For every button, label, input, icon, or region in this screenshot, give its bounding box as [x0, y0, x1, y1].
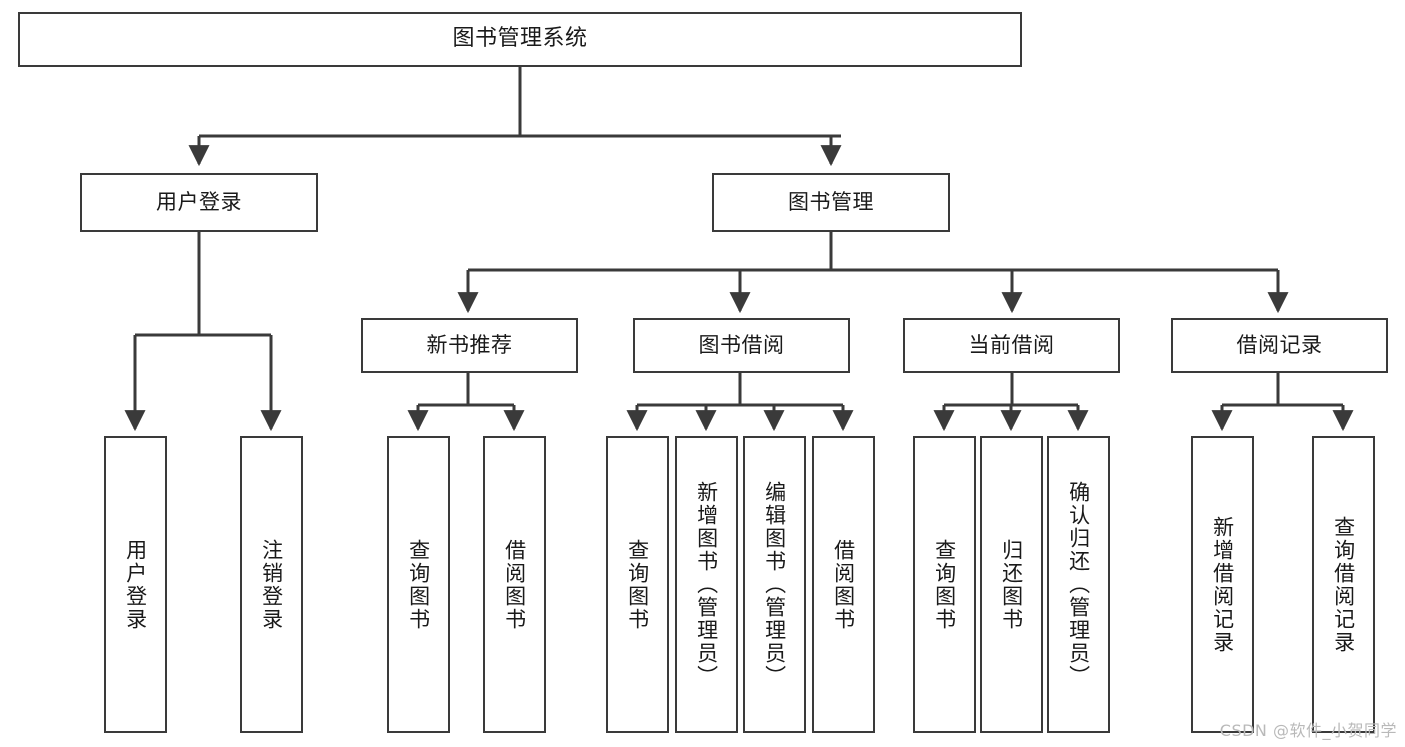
leaf-records-add-record[interactable]: 新增借阅记录 [1191, 436, 1254, 733]
node-new-book-recommend[interactable]: 新书推荐 [361, 318, 578, 373]
node-label: 查询图书 [625, 538, 650, 631]
leaf-records-query-record[interactable]: 查询借阅记录 [1312, 436, 1375, 733]
node-label: 用户登录 [123, 538, 148, 631]
node-label: 借阅图书 [502, 538, 527, 631]
node-label: 新增图书（管理员） [694, 481, 719, 688]
node-label: 图书借阅 [698, 332, 785, 357]
node-book-borrow[interactable]: 图书借阅 [633, 318, 850, 373]
node-label: 注销登录 [259, 538, 284, 631]
node-label: 借阅图书 [831, 538, 856, 631]
node-borrow-records[interactable]: 借阅记录 [1171, 318, 1388, 373]
leaf-borrow-edit-book-admin[interactable]: 编辑图书（管理员） [743, 436, 806, 733]
leaf-borrow-add-book-admin[interactable]: 新增图书（管理员） [675, 436, 738, 733]
node-label: 查询图书 [406, 538, 431, 631]
node-book-management[interactable]: 图书管理 [712, 173, 950, 232]
node-label: 查询图书 [932, 538, 957, 631]
leaf-current-return-book[interactable]: 归还图书 [980, 436, 1043, 733]
node-label: 当前借阅 [968, 332, 1055, 357]
node-label: 借阅记录 [1236, 332, 1323, 357]
leaf-current-query-book[interactable]: 查询图书 [913, 436, 976, 733]
node-label: 确认归还（管理员） [1066, 481, 1091, 688]
node-label: 新增借阅记录 [1210, 515, 1235, 654]
leaf-borrow-borrow-book[interactable]: 借阅图书 [812, 436, 875, 733]
node-label: 编辑图书（管理员） [762, 481, 787, 688]
leaf-user-logout[interactable]: 注销登录 [240, 436, 303, 733]
node-label: 查询借阅记录 [1331, 515, 1356, 654]
leaf-current-confirm-return-admin[interactable]: 确认归还（管理员） [1047, 436, 1110, 733]
leaf-user-login[interactable]: 用户登录 [104, 436, 167, 733]
node-user-login[interactable]: 用户登录 [80, 173, 318, 232]
node-label: 归还图书 [999, 538, 1024, 631]
node-label: 用户登录 [156, 189, 242, 214]
node-label: 新书推荐 [426, 332, 513, 357]
watermark-text: CSDN @软件_小贺同学 [1219, 721, 1397, 740]
node-label: 图书管理系统 [452, 26, 588, 52]
node-label: 图书管理 [788, 189, 874, 214]
leaf-borrow-query-book[interactable]: 查询图书 [606, 436, 669, 733]
node-current-borrow[interactable]: 当前借阅 [903, 318, 1120, 373]
node-root-system[interactable]: 图书管理系统 [18, 12, 1022, 67]
leaf-recommend-borrow-book[interactable]: 借阅图书 [483, 436, 546, 733]
leaf-recommend-query-book[interactable]: 查询图书 [387, 436, 450, 733]
